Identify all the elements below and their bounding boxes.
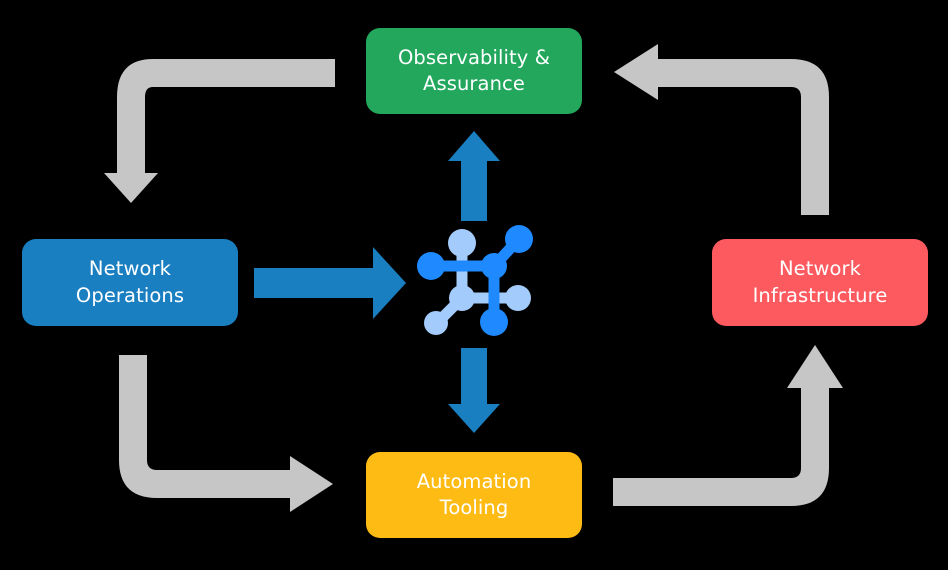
node-automation-label: Automation Tooling	[416, 469, 532, 519]
node-top-left	[448, 229, 476, 257]
node-mid-right	[505, 285, 531, 311]
node-automation-tooling[interactable]: Automation Tooling	[366, 452, 582, 538]
node-network-operations[interactable]: Network Operations	[22, 239, 238, 326]
node-mid-left	[449, 285, 475, 311]
node-observability-assurance[interactable]: Observability & Assurance	[366, 28, 582, 114]
arrow-center-to-automation	[448, 348, 500, 433]
node-left	[417, 252, 445, 280]
node-bottom	[480, 308, 508, 336]
arrow-automation-to-infrastructure	[613, 345, 843, 506]
node-network-infrastructure[interactable]: Network Infrastructure	[712, 239, 928, 326]
node-center-hub	[481, 253, 507, 279]
node-bottom-left	[424, 311, 448, 335]
arrow-center-to-observability	[448, 131, 500, 221]
network-icon-dark-nodes	[417, 225, 533, 336]
arrow-operations-to-automation	[119, 355, 333, 512]
node-infrastructure-label: Network Infrastructure	[752, 257, 888, 307]
arrow-operations-to-center	[254, 247, 406, 319]
network-icon-light-nodes	[424, 229, 531, 335]
node-observability-label: Observability & Assurance	[397, 45, 551, 95]
arrow-observability-to-operations	[104, 59, 335, 203]
node-top-right	[505, 225, 533, 253]
node-operations-label: Network Operations	[75, 257, 185, 307]
arrow-infrastructure-to-observability	[614, 44, 829, 215]
